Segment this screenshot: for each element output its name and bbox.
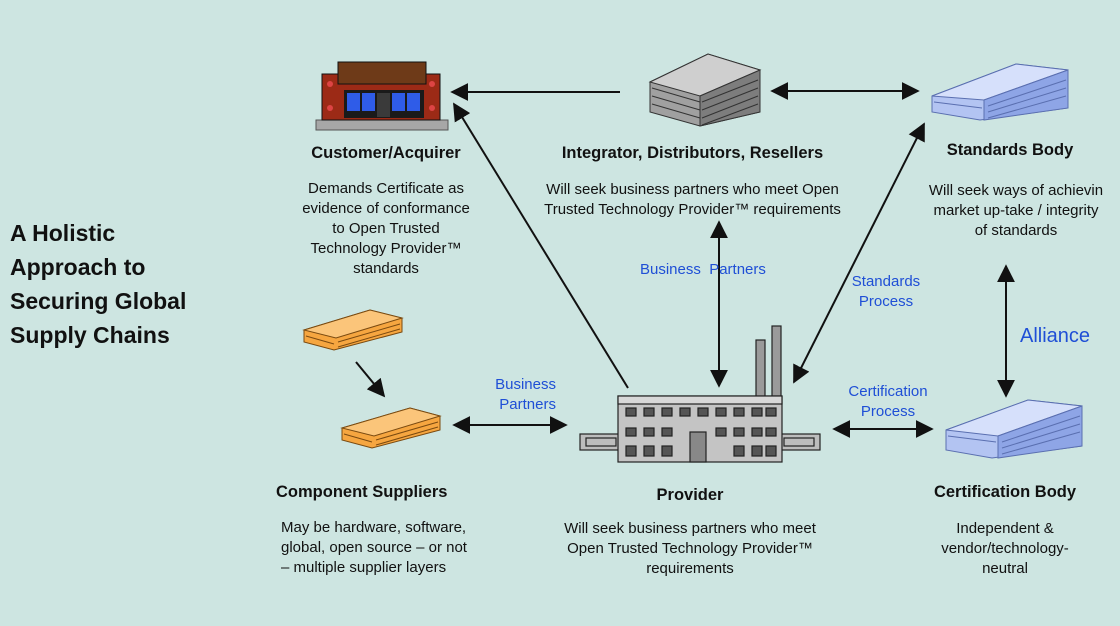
diagram-title: A Holistic Approach to Securing Global S… <box>10 220 187 348</box>
standards-body-label: Standards Body <box>946 141 1074 159</box>
integrator-label: Integrator, Distributors, Resellers <box>561 144 824 162</box>
edge-label-business-partners-vertical: Business Partners <box>640 261 766 278</box>
certification-body-building-icon <box>945 399 1083 459</box>
arrow-supplier-to-supplier <box>355 361 386 398</box>
arrows <box>355 82 1015 438</box>
provider-description: Will seek business partners who meet Ope… <box>564 520 816 577</box>
factory-icon <box>579 325 821 463</box>
storefront-icon <box>315 61 449 131</box>
edge-label-standards-process: Standards Process <box>851 273 921 310</box>
customer-acquirer-label: Customer/Acquirer <box>311 144 461 162</box>
certification-body-description: Independent & vendor/technology- neutral <box>941 520 1069 577</box>
supplier-building-icon-bottom <box>340 407 442 449</box>
certification-body-label: Certification Body <box>933 483 1077 501</box>
arrow-provider-standards <box>793 122 925 384</box>
edge-label-alliance: Alliance <box>1020 325 1091 347</box>
office-building-icon <box>648 53 762 127</box>
standards-body-description: Will seek ways of achievin market up-tak… <box>928 182 1104 239</box>
customer-acquirer-description: Demands Certificate as evidence of confo… <box>302 180 470 277</box>
standards-body-building-icon <box>931 63 1069 121</box>
edge-label-certification-process: Certification Process <box>848 383 928 420</box>
component-suppliers-description: May be hardware, software, global, open … <box>281 519 467 576</box>
integrator-description: Will seek business partners who meet Ope… <box>544 181 841 218</box>
supplier-building-icon-top <box>302 309 404 351</box>
arrow-provider-to-customer <box>453 102 629 389</box>
component-suppliers-label: Component Suppliers <box>276 483 448 501</box>
provider-label: Provider <box>656 486 724 504</box>
edge-label-business-partners-left: Business Partners <box>495 376 556 413</box>
